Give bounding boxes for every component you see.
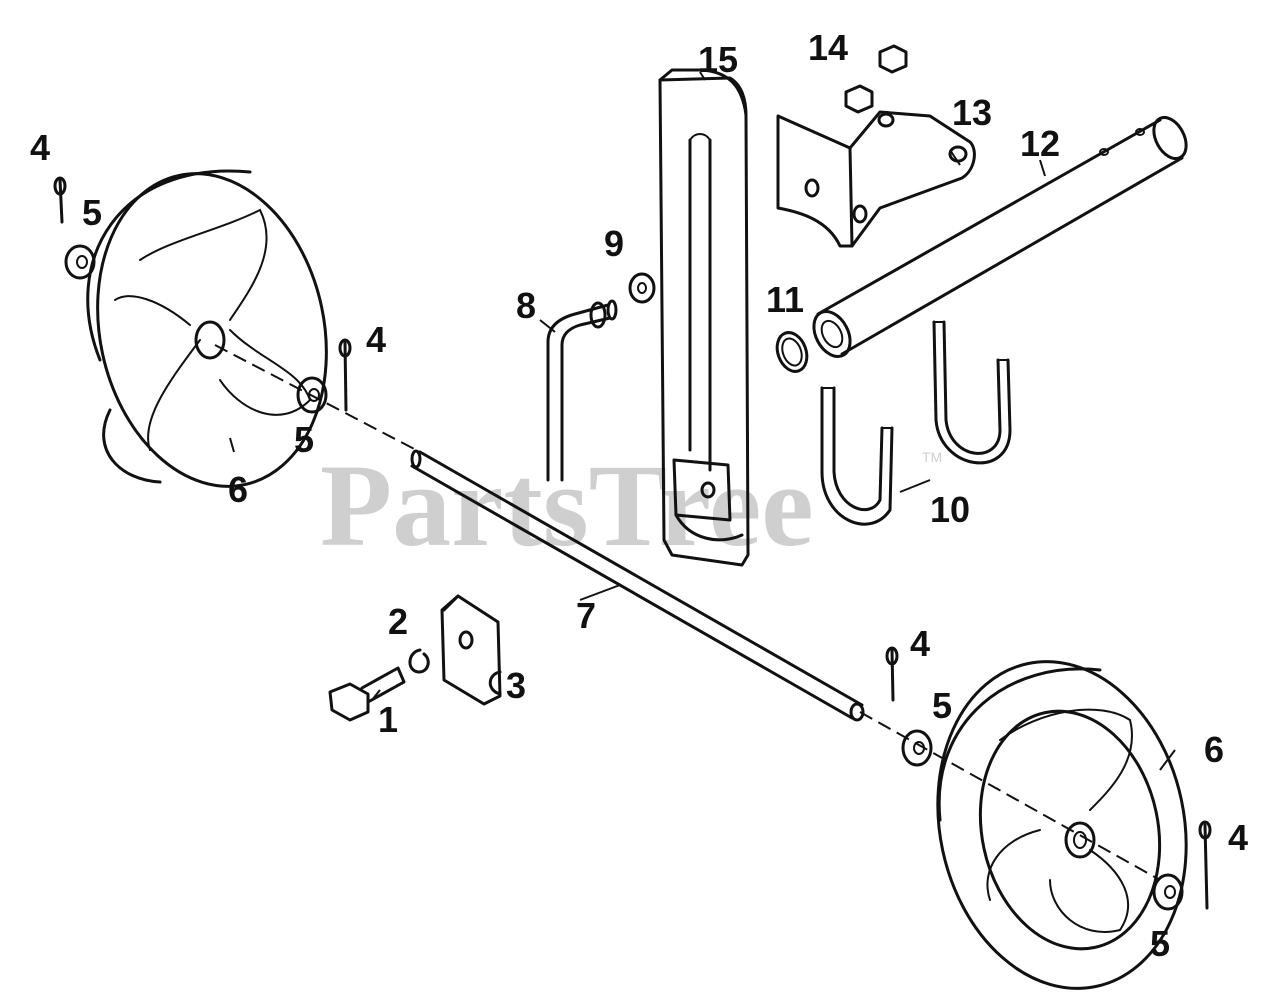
callout-7: 7	[576, 595, 596, 636]
callout-5: 5	[1150, 923, 1170, 964]
callout-11: 11	[766, 279, 804, 320]
watermark-text: PartsTree	[320, 440, 814, 571]
washer-left[interactable]	[296, 376, 328, 414]
callout-6: 6	[1204, 729, 1224, 770]
u-bolt-back[interactable]	[932, 320, 1012, 465]
washer-9[interactable]	[628, 272, 656, 304]
bent-pin[interactable]	[546, 299, 618, 482]
callout-6: 6	[228, 469, 248, 510]
right-wheel[interactable]	[908, 638, 1215, 999]
washer-top-left[interactable]	[64, 244, 96, 280]
callout-13: 13	[952, 92, 992, 133]
washer-right[interactable]	[901, 729, 933, 767]
callout-9: 9	[604, 223, 624, 264]
hex-nut-lower[interactable]	[844, 84, 874, 114]
callout-8: 8	[516, 285, 536, 326]
callout-5: 5	[82, 192, 102, 233]
leader-lines	[229, 71, 1176, 771]
callout-4: 4	[366, 319, 386, 360]
bracket[interactable]	[440, 594, 502, 706]
hex-bolt[interactable]	[328, 666, 406, 722]
callout-5: 5	[932, 685, 952, 726]
callout-1: 1	[378, 699, 398, 740]
callout-3: 3	[506, 665, 526, 706]
callout-15: 15	[698, 39, 738, 80]
callout-4: 4	[30, 127, 50, 168]
hex-nut-upper[interactable]	[878, 44, 908, 74]
washer-bottom-right[interactable]	[1152, 873, 1184, 911]
callout-14: 14	[808, 27, 848, 68]
mounting-bracket[interactable]	[776, 110, 976, 248]
watermark-trademark: TM	[922, 449, 942, 465]
snap-ring[interactable]	[772, 328, 812, 375]
cotter-pin-right[interactable]	[885, 646, 899, 702]
axle[interactable]	[410, 449, 865, 722]
callout-4: 4	[1228, 817, 1248, 858]
cotter-pin-bottom-right[interactable]	[1198, 820, 1212, 910]
callout-4: 4	[910, 623, 930, 664]
cotter-pin-top-left[interactable]	[53, 176, 67, 224]
axle-centerline-right	[859, 711, 1161, 881]
callout-10: 10	[930, 489, 970, 530]
callout-2: 2	[388, 601, 408, 642]
u-bolt-front[interactable]	[820, 386, 894, 526]
slotted-upright[interactable]	[658, 68, 750, 567]
tube[interactable]	[807, 112, 1193, 363]
callout-5: 5	[294, 419, 314, 460]
lock-washer[interactable]	[408, 648, 430, 674]
callout-12: 12	[1020, 123, 1060, 164]
cotter-pin-left[interactable]	[338, 338, 352, 412]
